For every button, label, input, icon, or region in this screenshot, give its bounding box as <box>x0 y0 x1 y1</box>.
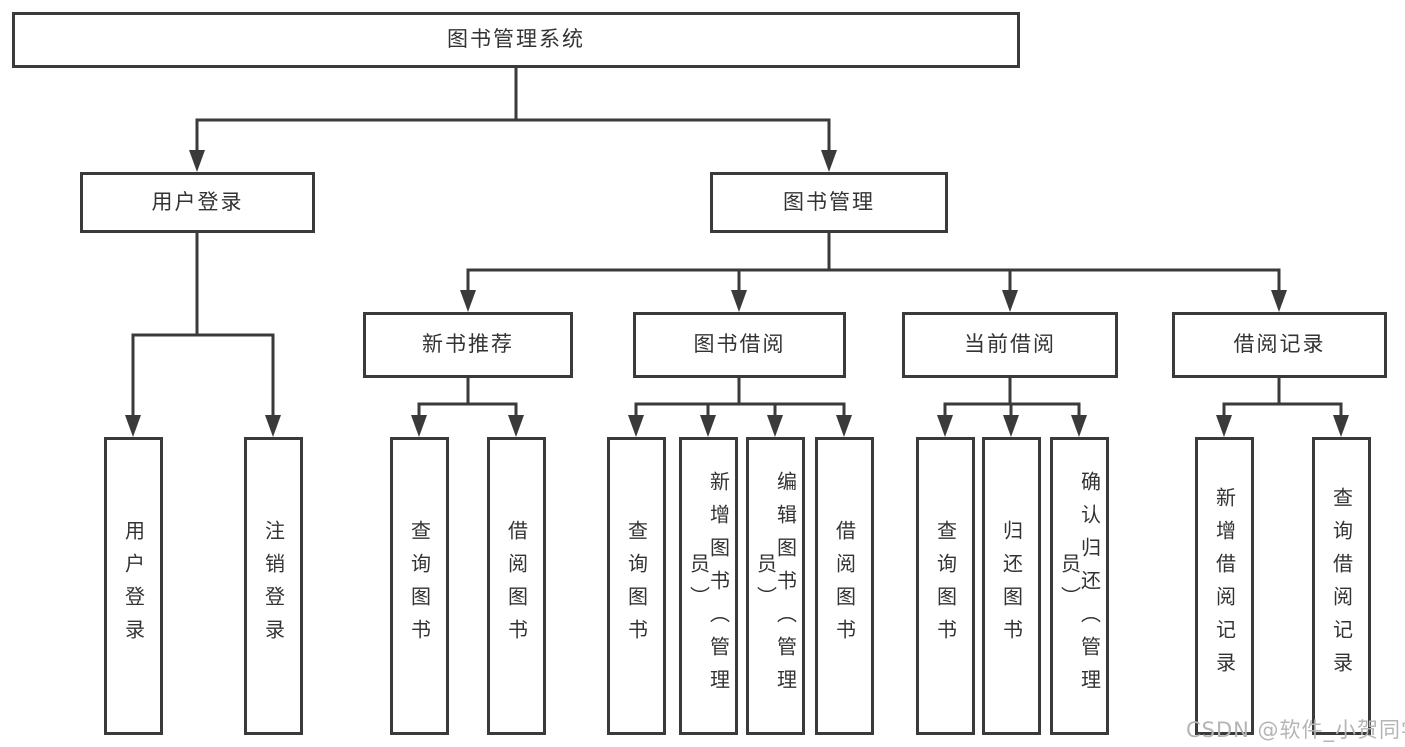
connector-root-to-level2 <box>195 68 831 152</box>
node-borrowing-records: 借阅记录 <box>1172 312 1387 378</box>
node-book-borrowing: 图书借阅 <box>633 312 846 378</box>
node-root: 图书管理系统 <box>12 12 1020 68</box>
node-book-management: 图书管理 <box>710 172 948 233</box>
arrowheads-level3 <box>460 290 1287 312</box>
leaf-borrow-books-borrowing: 借阅图书 <box>815 437 874 735</box>
leaf-return-books: 归还图书 <box>982 437 1041 735</box>
connector-user-login-children <box>131 233 275 417</box>
leaf-add-book-admin: 新增图书（管理员） <box>679 437 738 735</box>
node-new-book-recommend: 新书推荐 <box>363 312 573 378</box>
arrowheads-book-borrow-children <box>628 415 852 437</box>
leaf-edit-book-admin: 编辑图书（管理员） <box>746 437 805 735</box>
arrowheads-current-borrow-children <box>937 415 1087 437</box>
leaf-user-login: 用户登录 <box>104 437 163 735</box>
connector-current-borrow-children <box>943 378 1081 417</box>
watermark-text: CSDN @软件_小贺同学 <box>1186 718 1405 742</box>
arrowheads-user-login-children <box>125 415 281 437</box>
leaf-logout: 注销登录 <box>244 437 303 735</box>
arrowheads-level2 <box>189 150 837 172</box>
leaf-query-books-recommend: 查询图书 <box>390 437 449 735</box>
connector-book-management-children <box>466 233 1281 292</box>
connector-book-borrow-children <box>634 378 846 417</box>
connector-borrow-record-children <box>1222 378 1343 417</box>
leaf-borrow-books-recommend: 借阅图书 <box>487 437 546 735</box>
leaf-query-books-borrowing: 查询图书 <box>607 437 666 735</box>
leaf-confirm-return-admin: 确认归还（管理员） <box>1050 437 1109 735</box>
leaf-add-borrow-record: 新增借阅记录 <box>1195 437 1254 735</box>
arrowheads-borrow-record-children <box>1216 415 1349 437</box>
node-user-login: 用户登录 <box>80 172 315 233</box>
leaf-query-borrow-record: 查询借阅记录 <box>1312 437 1371 735</box>
leaf-query-books-current: 查询图书 <box>916 437 975 735</box>
connector-new-book-children <box>417 378 518 417</box>
arrowheads-new-book-children <box>411 415 524 437</box>
node-current-borrowing: 当前借阅 <box>902 312 1118 378</box>
